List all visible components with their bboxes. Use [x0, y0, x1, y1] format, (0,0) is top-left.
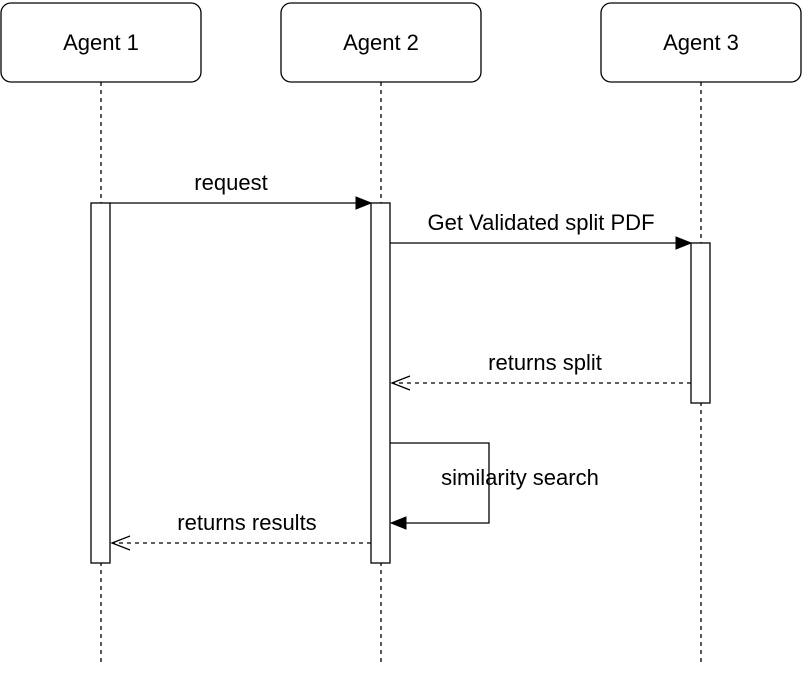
message-returns-results[interactable]: returns results	[110, 510, 371, 551]
message-label-request: request	[194, 170, 267, 195]
message-label-get-validated: Get Validated split PDF	[427, 210, 654, 235]
message-line-similarity-search	[390, 442, 490, 524]
message-get-validated-split-pdf[interactable]: Get Validated split PDF	[390, 210, 693, 250]
actor-label-agent-1: Agent 1	[63, 30, 139, 55]
message-label-similarity-search: similarity search	[441, 465, 599, 490]
activation-bar-agent-2	[370, 202, 391, 564]
message-label-returns-results: returns results	[177, 510, 316, 535]
arrowhead-get-validated	[675, 236, 693, 250]
arrowhead-returns-results	[110, 535, 131, 551]
arrowhead-request	[355, 196, 373, 210]
activation-bar-agent-3	[690, 242, 711, 404]
actor-agent-2[interactable]: Agent 2	[280, 2, 482, 83]
arrowhead-returns-split	[390, 375, 411, 391]
actor-agent-1[interactable]: Agent 1	[0, 2, 202, 83]
arrowhead-similarity-search	[389, 516, 407, 530]
actor-agent-3[interactable]: Agent 3	[600, 2, 802, 83]
message-request[interactable]: request	[110, 170, 373, 210]
actor-label-agent-3: Agent 3	[663, 30, 739, 55]
message-label-returns-split: returns split	[488, 350, 602, 375]
message-similarity-search[interactable]: similarity search	[389, 442, 599, 530]
actor-label-agent-2: Agent 2	[343, 30, 419, 55]
activation-bar-agent-1	[90, 202, 111, 564]
message-returns-split[interactable]: returns split	[390, 350, 691, 391]
